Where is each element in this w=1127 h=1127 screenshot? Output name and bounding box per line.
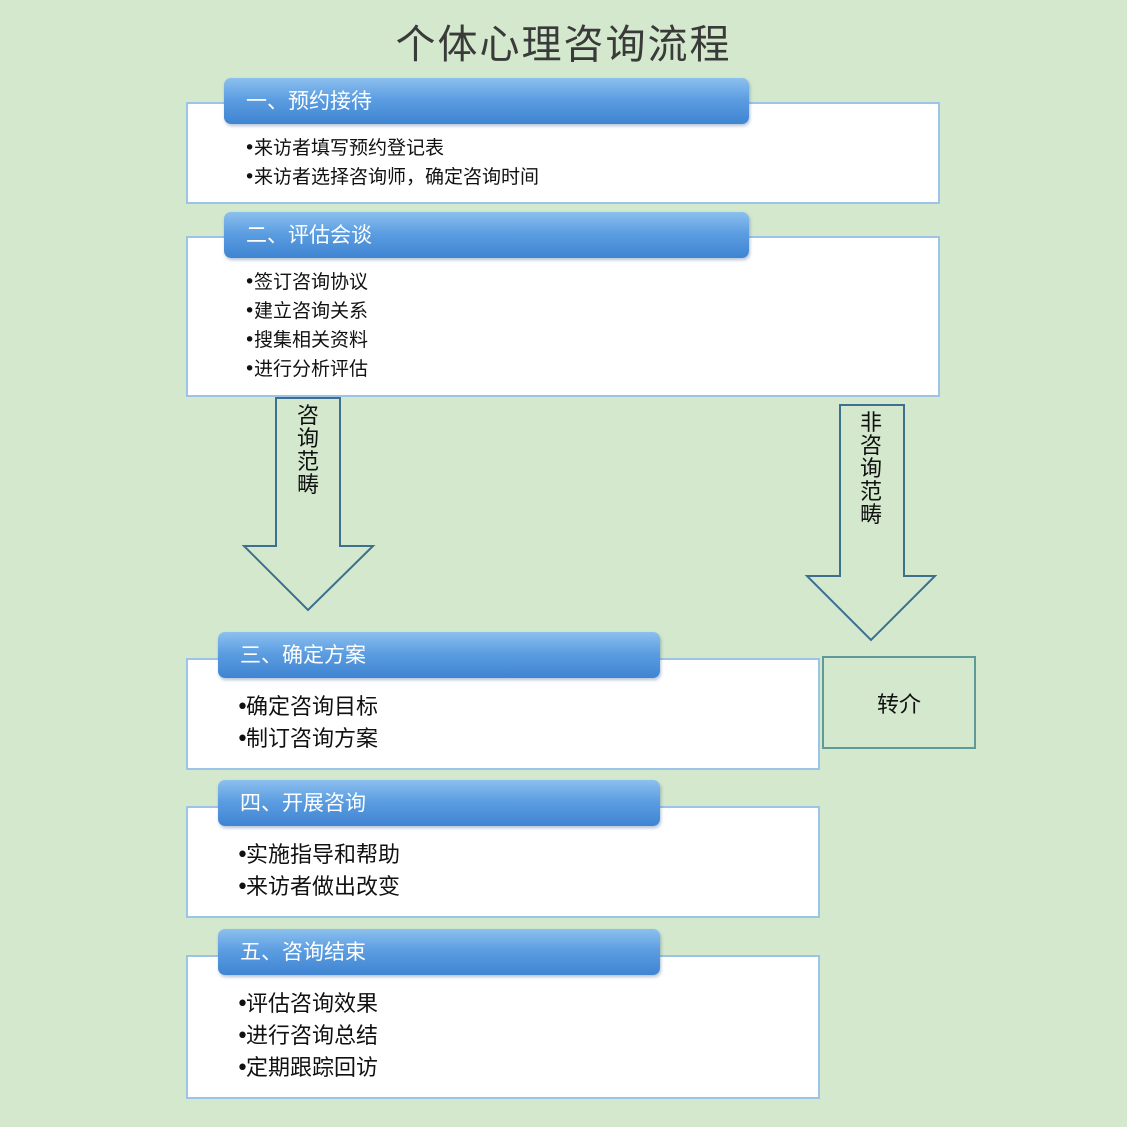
step-2-items: 签订咨询协议 建立咨询关系 搜集相关资料 进行分析评估 bbox=[244, 268, 368, 384]
list-item: 建立咨询关系 bbox=[244, 297, 368, 326]
transfer-label: 转介 bbox=[876, 692, 921, 718]
arrow-label-consult: 咨询范畴 bbox=[296, 404, 319, 498]
down-arrow-non-consult bbox=[804, 404, 938, 642]
list-item: 制订咨询方案 bbox=[236, 724, 378, 756]
list-item: 来访者填写预约登记表 bbox=[244, 134, 539, 163]
step-1-header: 一、预约接待 bbox=[224, 78, 749, 124]
list-item: 确定咨询目标 bbox=[236, 692, 378, 724]
list-item: 签订咨询协议 bbox=[244, 268, 368, 297]
step-1-items: 来访者填写预约登记表 来访者选择咨询师，确定咨询时间 bbox=[244, 134, 539, 192]
list-item: 评估咨询效果 bbox=[236, 989, 378, 1021]
step-2-header: 二、评估会谈 bbox=[224, 212, 749, 258]
transfer-box: 转介 bbox=[822, 656, 976, 749]
list-item: 搜集相关资料 bbox=[244, 326, 368, 355]
list-item: 定期跟踪回访 bbox=[236, 1053, 378, 1085]
list-item: 进行分析评估 bbox=[244, 355, 368, 384]
arrow-label-non-consult: 非咨询范畴 bbox=[859, 411, 882, 528]
step-5-items: 评估咨询效果 进行咨询总结 定期跟踪回访 bbox=[236, 989, 378, 1085]
list-item: 实施指导和帮助 bbox=[236, 840, 400, 872]
step-4-header: 四、开展咨询 bbox=[218, 780, 660, 826]
diagram-title: 个体心理咨询流程 bbox=[395, 22, 732, 68]
step-3-items: 确定咨询目标 制订咨询方案 bbox=[236, 692, 378, 756]
step-5-header: 五、咨询结束 bbox=[218, 929, 660, 975]
list-item: 来访者做出改变 bbox=[236, 872, 400, 904]
step-3-header: 三、确定方案 bbox=[218, 632, 660, 678]
down-arrow-consult bbox=[241, 397, 376, 612]
list-item: 进行咨询总结 bbox=[236, 1021, 378, 1053]
step-4-items: 实施指导和帮助 来访者做出改变 bbox=[236, 840, 400, 904]
list-item: 来访者选择咨询师，确定咨询时间 bbox=[244, 163, 539, 192]
